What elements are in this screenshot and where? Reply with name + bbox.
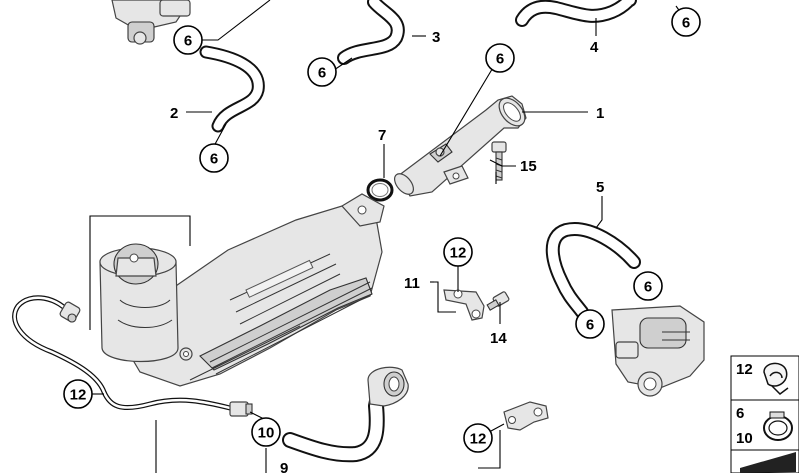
legend-clip-icon	[763, 362, 789, 395]
callout-6-g: 6	[575, 309, 605, 339]
hose-2	[199, 45, 265, 133]
screw-14	[486, 291, 510, 311]
pipe-1	[394, 95, 527, 197]
callout-12-middle: 12	[443, 237, 473, 267]
hose-9	[282, 366, 409, 463]
legend-hose-icon	[730, 449, 799, 473]
legend-panel: 12 6 10	[730, 355, 799, 473]
egr-cooler-assembly	[99, 193, 385, 387]
legend-row1-label: 12	[736, 361, 753, 378]
line-12-pipe	[12, 295, 253, 417]
callout-6-c: 6	[307, 57, 337, 87]
label-9: 9	[280, 460, 288, 473]
label-2: 2	[170, 105, 178, 122]
label-4: 4	[590, 39, 599, 56]
bracket-12-bottom	[503, 401, 549, 431]
svg-text:12: 12	[450, 245, 467, 262]
callout-6-f: 6	[633, 271, 663, 301]
hose-3	[337, 0, 405, 65]
callout-6-d: 6	[485, 43, 515, 73]
bolt-15	[491, 141, 507, 181]
callout-6-b: 6	[199, 143, 229, 173]
svg-text:6: 6	[682, 15, 690, 32]
valve-right	[611, 305, 705, 397]
callout-12-bottom: 12	[463, 423, 493, 453]
legend-row2-top-label: 6	[736, 405, 744, 422]
label-15: 15	[520, 158, 537, 175]
svg-text:6: 6	[184, 33, 192, 50]
label-14: 14	[490, 330, 507, 347]
callout-6-e: 6	[671, 7, 701, 37]
legend-row2-bottom-label: 10	[736, 430, 753, 447]
legend-hose-clamp-icon	[763, 411, 793, 441]
o-ring-7	[366, 178, 394, 202]
svg-text:6: 6	[496, 51, 504, 68]
svg-text:10: 10	[258, 425, 275, 442]
label-5: 5	[596, 179, 604, 196]
label-1: 1	[596, 105, 604, 122]
leader-cooler-bracket	[89, 215, 191, 330]
hose-5	[545, 222, 641, 319]
svg-text:6: 6	[318, 65, 326, 82]
bracket-11	[443, 289, 485, 321]
svg-text:12: 12	[470, 431, 487, 448]
svg-text:12: 12	[70, 387, 87, 404]
label-3: 3	[432, 29, 440, 46]
svg-text:6: 6	[586, 317, 594, 334]
hose-4	[515, 0, 637, 27]
svg-text:6: 6	[644, 279, 652, 296]
valve-top-left	[111, 0, 191, 45]
label-11: 11	[404, 275, 420, 292]
label-7: 7	[378, 127, 386, 144]
callout-10: 10	[251, 417, 281, 447]
callout-12-left: 12	[63, 379, 93, 409]
svg-text:6: 6	[210, 151, 218, 168]
callout-6-a: 6	[173, 25, 203, 55]
